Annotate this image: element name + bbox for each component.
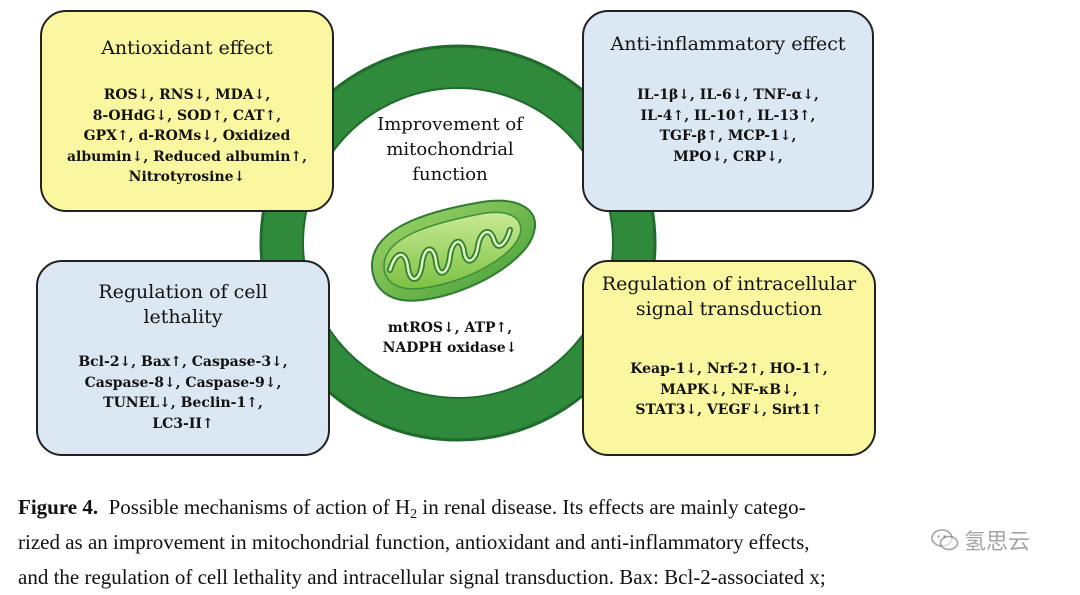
antioxidant-effect-title: Antioxidant effect [101, 37, 273, 59]
watermark-text: 氢思云 [964, 530, 1031, 555]
mitochondrial-function-title: Improvement of mitochondrial function [377, 114, 523, 185]
anti-inflammatory-effect-markers: IL-1β↓, IL-6↓, TNF-α↓, IL-4↑, IL-10↑, IL… [637, 87, 819, 165]
caption-subscript: 2 [410, 507, 418, 522]
watermark: 氢思云 [930, 524, 1030, 556]
wechat-icon [931, 529, 959, 551]
mitochondrial-function-markers: mtROS↓, ATP↑, NADPH oxidase↓ [382, 320, 518, 356]
caption-line-1-text-a: Possible mechanisms of action of H [108, 495, 411, 519]
anti-inflammatory-effect-box: Anti-inflammatory effect IL-1β↓, IL-6↓, … [582, 10, 874, 212]
signal-transduction-markers: Keap-1↓, Nrf-2↑, HO-1↑, MAPK↓, NF-κB↓, S… [630, 361, 828, 418]
anti-inflammatory-effect-title: Anti-inflammatory effect [610, 33, 846, 55]
cell-lethality-markers: Bcl-2↓, Bax↑, Caspase-3↓, Caspase-8↓, Ca… [78, 354, 288, 432]
signal-transduction-box: Regulation of intracellular signal trans… [582, 260, 876, 456]
signal-transduction-title: Regulation of intracellular signal trans… [601, 273, 857, 320]
caption-line-1-text-b: in renal disease. Its effects are mainly… [422, 495, 806, 519]
caption-line-3: and the regulation of cell lethality and… [18, 565, 826, 589]
caption-line-1: Figure 4. Possible mechanisms of action … [18, 490, 1068, 525]
mitochondrion-icon [370, 199, 537, 302]
cell-lethality-box: Regulation of cell lethality Bcl-2↓, Bax… [36, 260, 330, 456]
figure-label: Figure 4. [18, 495, 99, 519]
antioxidant-effect-box: Antioxidant effect ROS↓, RNS↓, MDA↓, 8-O… [40, 10, 334, 212]
caption-line-2: rized as an improvement in mitochondrial… [18, 530, 810, 554]
figure-caption: Figure 4. Possible mechanisms of action … [18, 490, 1068, 595]
mechanism-diagram: Antioxidant effect ROS↓, RNS↓, MDA↓, 8-O… [36, 10, 876, 456]
cell-lethality-title: Regulation of cell lethality [98, 281, 268, 328]
antioxidant-effect-markers: ROS↓, RNS↓, MDA↓, 8-OHdG↓, SOD↑, CAT↑, G… [66, 87, 308, 185]
